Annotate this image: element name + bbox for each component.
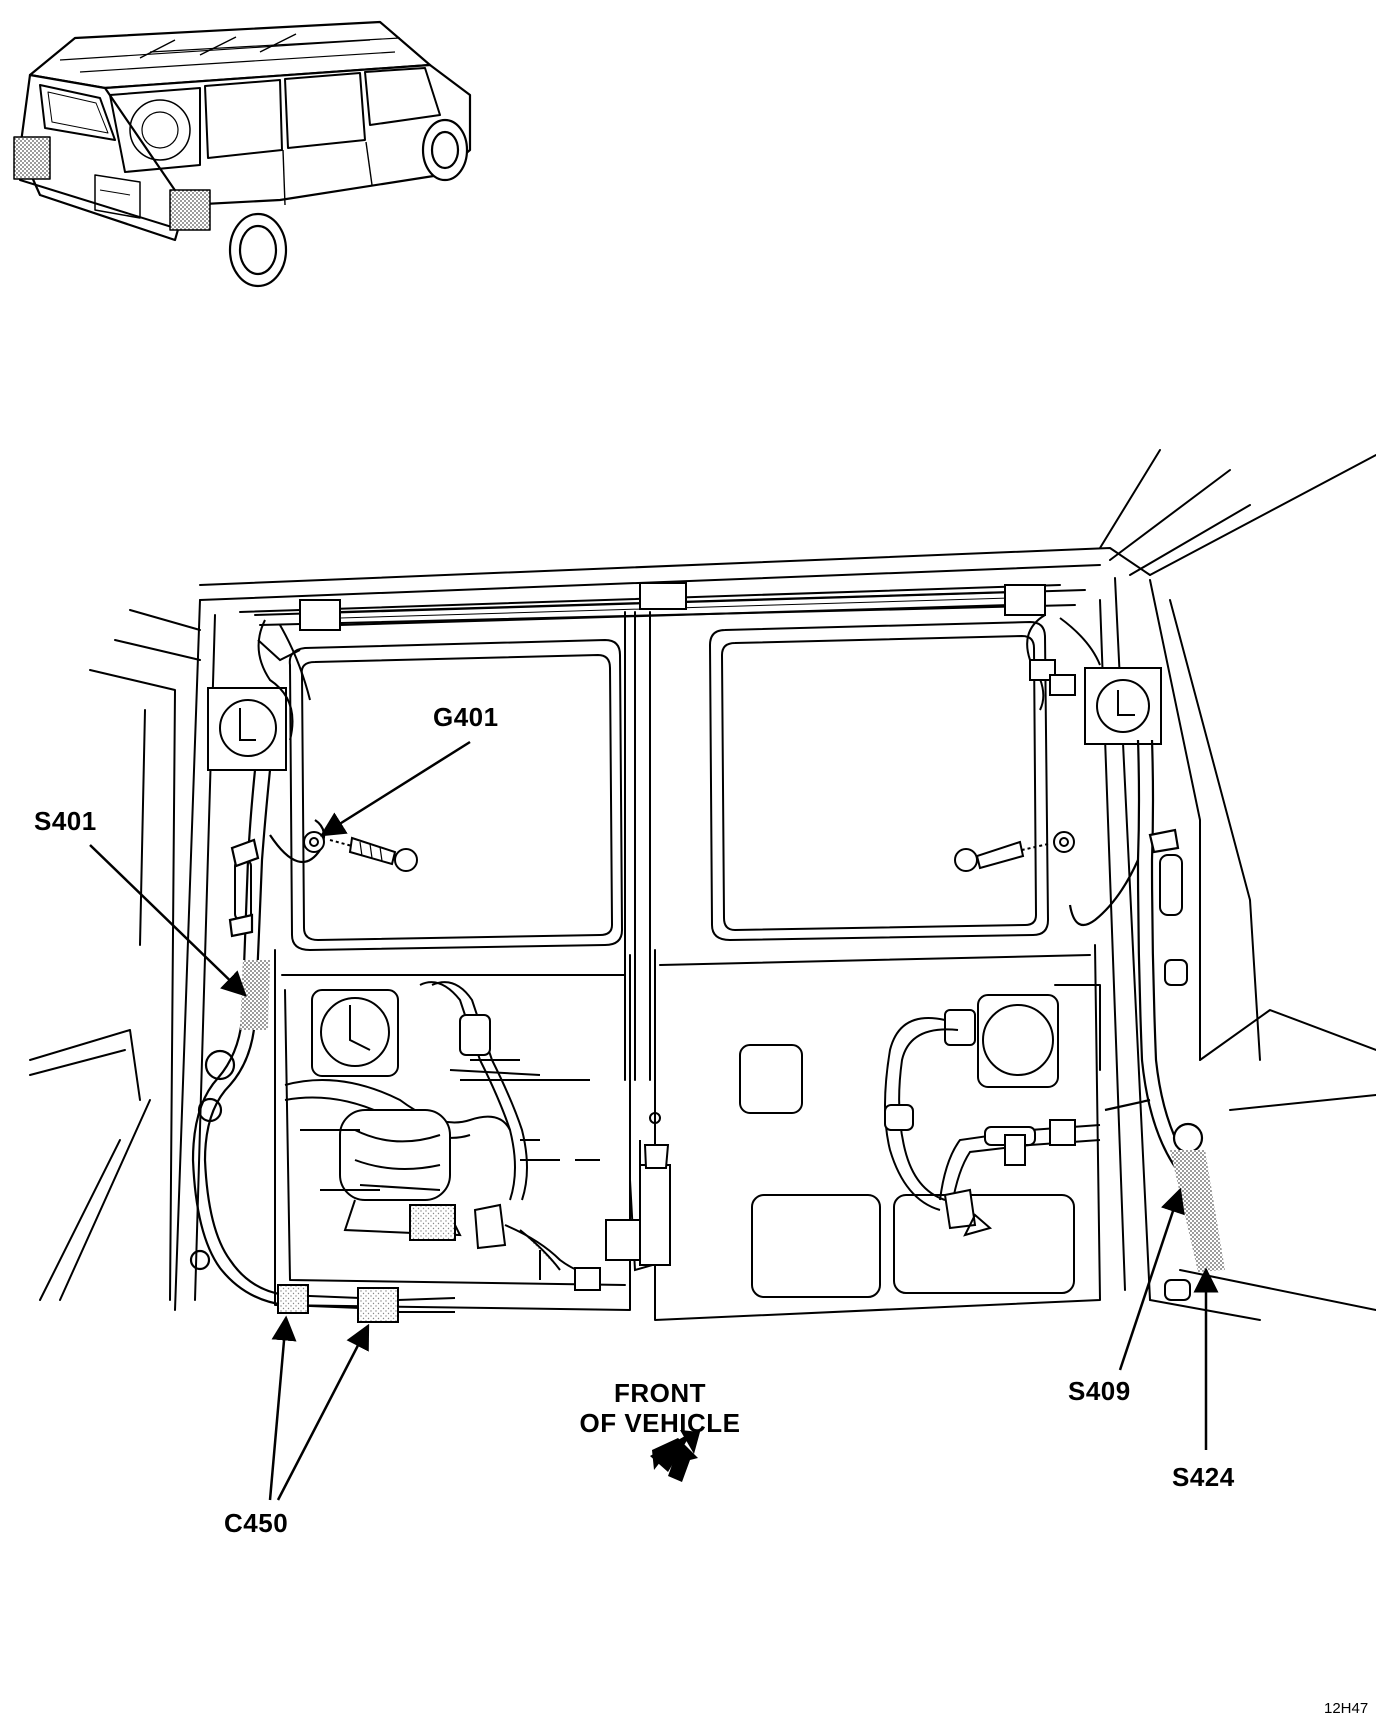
- left-tail-lamp: [207, 619, 311, 771]
- right-tail-lamp: [1026, 614, 1162, 745]
- front-of-vehicle-label: FRONT OF VEHICLE: [560, 1378, 760, 1438]
- c450-connectors: [277, 1284, 456, 1323]
- c450-label: C450: [224, 1508, 289, 1538]
- front-label-line2: OF VEHICLE: [579, 1408, 741, 1438]
- s401-label: S401: [34, 806, 97, 836]
- upper-harness: [299, 582, 1046, 631]
- g401-leader: [319, 740, 471, 837]
- splice-highlights: [240, 960, 1225, 1272]
- right-ground-bolt: [954, 831, 1075, 872]
- c450-leader-left: [268, 1315, 297, 1501]
- front-direction-arrow-head: [650, 1430, 700, 1472]
- van-locator-thumbnail: [13, 20, 472, 288]
- figure-id: 12H47: [1324, 1700, 1369, 1717]
- s409-leader: [1118, 1187, 1185, 1371]
- s401-leader: [89, 844, 247, 997]
- front-label-line1: FRONT: [613, 1378, 707, 1408]
- right-door-components: [884, 994, 1101, 1237]
- g401-ground-bolt: [303, 831, 418, 872]
- g401-label: G401: [433, 702, 499, 732]
- s409-label: S409: [1068, 1376, 1131, 1406]
- left-door-components: [284, 981, 671, 1291]
- s424-label: S424: [1172, 1462, 1235, 1492]
- left-pillar-harness: [189, 769, 326, 1307]
- callout-leaders: [89, 740, 1219, 1501]
- c450-leader-right: [276, 1323, 370, 1501]
- rear-door-frame: [29, 449, 1376, 1321]
